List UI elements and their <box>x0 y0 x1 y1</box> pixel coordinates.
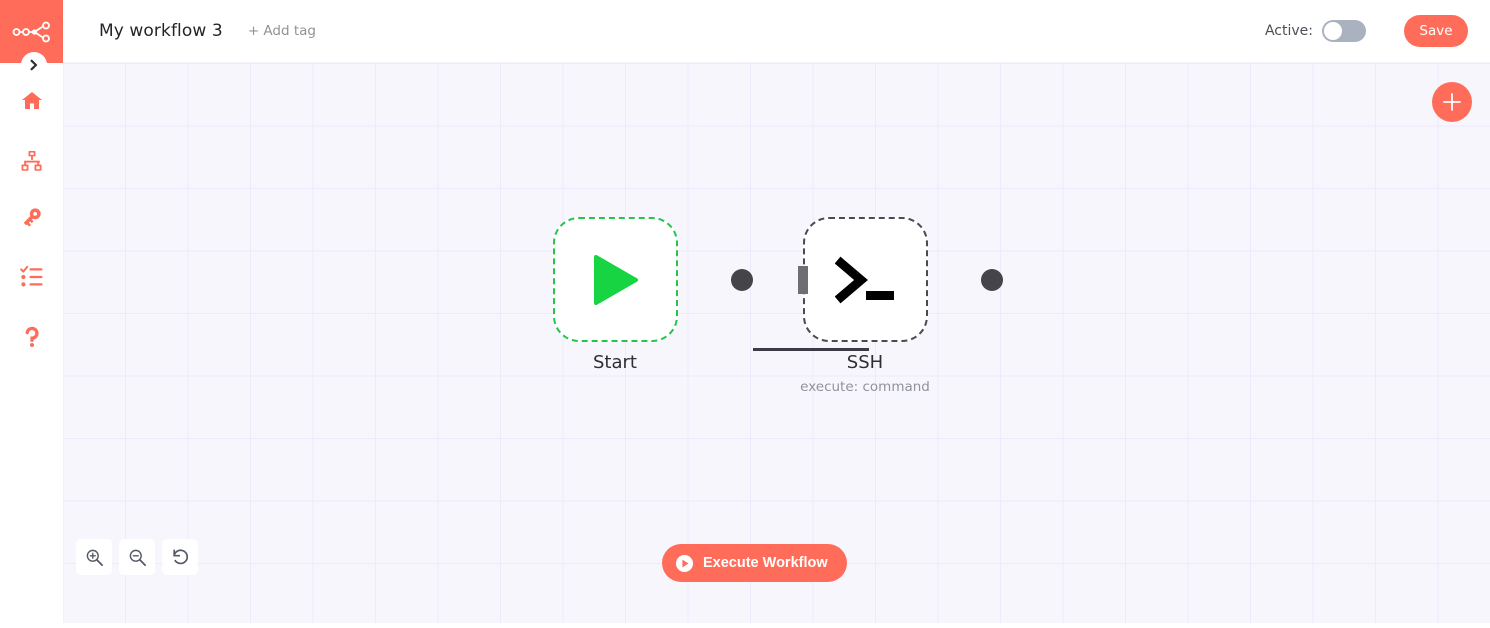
node-ssh-box[interactable] <box>803 217 928 342</box>
zoom-out-button[interactable] <box>119 539 155 575</box>
node-ssh[interactable]: SSH execute: command <box>798 217 1003 395</box>
add-node-button[interactable] <box>1432 82 1472 122</box>
zoom-controls <box>76 539 198 575</box>
header-actions: Active: Save <box>1265 15 1468 47</box>
node-ssh-input-port[interactable] <box>798 265 808 294</box>
sidebar-item-help[interactable] <box>0 316 63 358</box>
sidebar-item-executions[interactable] <box>0 256 63 298</box>
main-sidebar <box>0 0 63 628</box>
play-circle-icon <box>675 554 694 572</box>
sidebar-item-home[interactable] <box>0 80 63 122</box>
node-start-label: Start <box>593 352 637 373</box>
workflow-title[interactable]: My workflow 3 <box>99 21 223 41</box>
magnifier-minus-icon <box>129 549 146 566</box>
sidebar-expand-button[interactable] <box>21 52 47 78</box>
undo-arrow-icon <box>173 549 189 565</box>
workflow-canvas[interactable]: Start SSH execute: command <box>63 62 1490 623</box>
execute-workflow-label: Execute Workflow <box>703 555 828 571</box>
active-toggle-switch[interactable] <box>1322 20 1366 42</box>
home-icon <box>21 92 42 109</box>
checklist-icon <box>19 265 42 287</box>
save-button[interactable]: Save <box>1404 15 1468 47</box>
n8n-logo-icon <box>12 21 50 42</box>
sidebar-item-credentials[interactable] <box>0 196 63 238</box>
terminal-prompt-icon <box>834 256 894 303</box>
node-ssh-sublabel: execute: command <box>800 379 930 395</box>
chevron-right-icon <box>30 59 38 71</box>
plus-icon <box>1443 93 1461 111</box>
reset-zoom-button[interactable] <box>162 539 198 575</box>
window-bottom-strip <box>0 623 1490 628</box>
add-tag-button[interactable]: + Add tag <box>247 23 316 39</box>
zoom-in-button[interactable] <box>76 539 112 575</box>
workflow-header: My workflow 3 + Add tag Active: Save <box>63 0 1490 62</box>
node-start[interactable]: Start <box>553 217 753 373</box>
magnifier-plus-icon <box>86 549 103 566</box>
node-start-output-port[interactable] <box>731 268 753 291</box>
active-toggle-knob <box>1324 22 1342 40</box>
question-mark-icon <box>25 326 39 347</box>
key-icon <box>23 208 41 227</box>
node-ssh-output-port[interactable] <box>981 268 1003 291</box>
active-label: Active: <box>1264 23 1313 39</box>
sidebar-item-workflows[interactable] <box>0 140 63 182</box>
execute-workflow-button[interactable]: Execute Workflow <box>662 544 847 582</box>
connection-start-to-ssh[interactable] <box>753 348 869 351</box>
sitemap-icon <box>21 151 41 171</box>
node-ssh-label: SSH <box>846 352 884 373</box>
play-triangle-icon <box>593 254 638 305</box>
node-start-box[interactable] <box>553 217 678 342</box>
